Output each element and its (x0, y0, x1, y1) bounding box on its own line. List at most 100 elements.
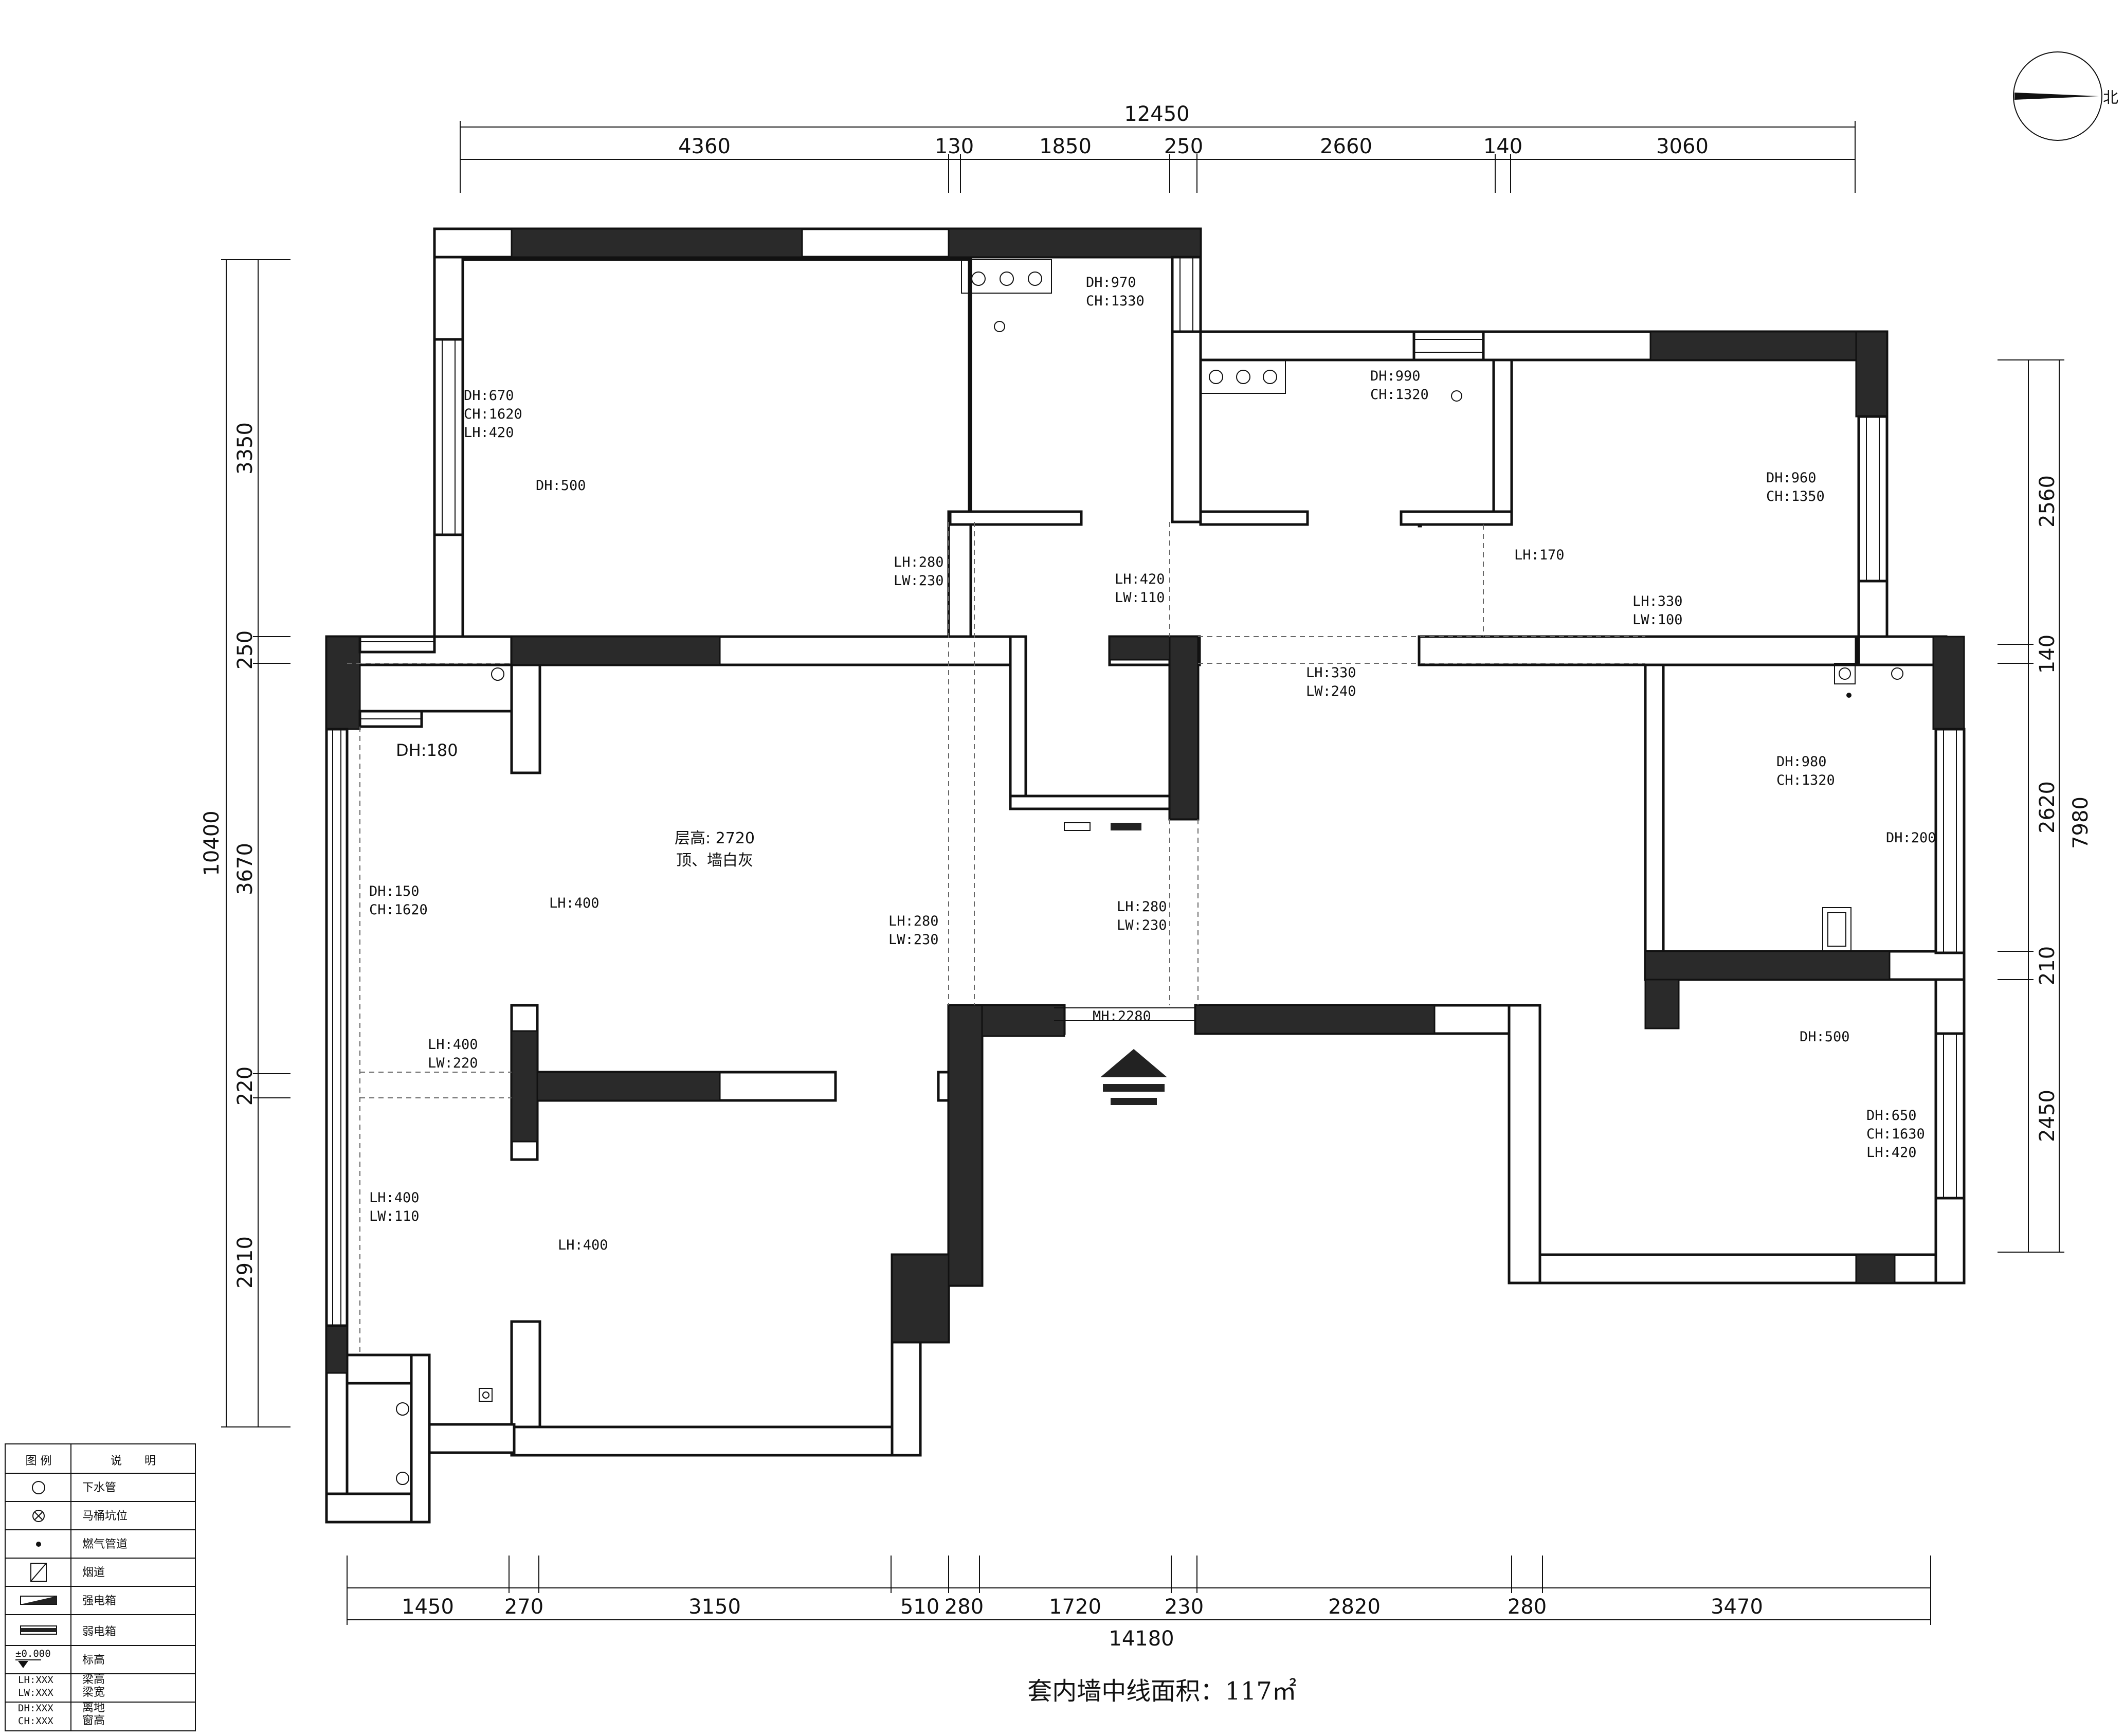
entry-arrow-icon (1100, 1049, 1167, 1105)
note-22b: LW:110 (369, 1208, 420, 1224)
flue-icon (30, 1563, 47, 1582)
note-6a: LH:280 (894, 554, 944, 570)
drain-pipe-icon (396, 1472, 409, 1485)
bottom-seg-2: 270 (504, 1595, 543, 1619)
top-seg-6: 140 (1483, 135, 1522, 158)
drain-pipe-icon (396, 1402, 409, 1416)
legend-header-symbol: 图 例 (26, 1455, 52, 1468)
top-seg-1: 4360 (678, 135, 731, 158)
legend-label-3: 燃气管道 (82, 1538, 128, 1551)
bottom-seg-6: 1720 (1049, 1595, 1101, 1619)
note-13: LH:400 (549, 895, 600, 911)
toilet-pit-icon (32, 1510, 45, 1522)
left-seg-1: 3350 (233, 422, 257, 475)
bottom-seg-4: 510 (900, 1595, 939, 1619)
note-18a: LH:400 (428, 1037, 478, 1053)
top-seg-4: 250 (1164, 135, 1203, 158)
legend-label-1: 下水管 (82, 1481, 116, 1494)
note-19: MH:2280 (1093, 1008, 1151, 1024)
legend-abbr-label-3: 离地 (82, 1702, 105, 1714)
drain-pipe-icon (1236, 370, 1250, 384)
note-1a: DH:670 (464, 388, 514, 404)
bottom-dimension-chain: 1450 270 3150 510 280 1720 230 2820 280 … (347, 1556, 1931, 1651)
bottom-seg-9: 280 (1508, 1595, 1547, 1619)
note-2: DH:500 (536, 478, 586, 494)
bottom-seg-5: 280 (945, 1595, 984, 1619)
drain-pipe-icon (32, 1481, 45, 1494)
weak-electric-box-icon (1064, 822, 1091, 831)
north-arrow-icon: 北 (2013, 51, 2118, 141)
note-4b: CH:1320 (1370, 387, 1429, 403)
right-seg-1: 2560 (2036, 475, 2059, 528)
bottom-seg-8: 2820 (1328, 1595, 1381, 1619)
drain-pipe-icon (1209, 370, 1223, 384)
note-14b: LW:230 (888, 932, 939, 948)
top-seg-2: 130 (935, 135, 974, 158)
legend-label-7: 标高 (82, 1654, 105, 1667)
drain-pipe-icon (1263, 370, 1277, 384)
note-21b: CH:1630 (1866, 1126, 1925, 1142)
legend-abbr-label-1: 梁高 (82, 1673, 105, 1686)
note-1b: CH:1620 (464, 406, 522, 422)
right-seg-4: 210 (2036, 946, 2059, 985)
note-11: DH:180 (396, 740, 458, 760)
top-seg-3: 1850 (1039, 135, 1092, 158)
windows (325, 256, 1966, 1327)
note-12a: DH:150 (369, 883, 420, 899)
drain-pipe-icon (491, 667, 504, 681)
top-seg-7: 3060 (1656, 135, 1709, 158)
top-dimension-chain: 12450 4360 130 1850 250 2660 140 3060 (460, 102, 1856, 193)
legend-abbr-label-4: 窗高 (82, 1714, 105, 1727)
right-total: 7980 (2069, 797, 2093, 849)
note-16b: CH:1320 (1776, 772, 1835, 788)
top-seg-5: 2660 (1320, 135, 1372, 158)
room-height-label: 层高: 2720 (675, 829, 755, 847)
legend-table: 图 例 说 明 下水管 马桶坑位 燃气管道 烟道 强电箱 弱电箱 ±0.000 … (5, 1443, 196, 1731)
drain-pipe-icon (971, 272, 986, 286)
structural-columns (325, 228, 1965, 1374)
note-9a: LH:330 (1632, 593, 1683, 609)
legend-label-4: 烟道 (82, 1566, 105, 1579)
north-label: 北 (2103, 89, 2118, 107)
note-7a: LH:420 (1115, 571, 1165, 587)
note-1c: LH:420 (464, 425, 514, 441)
legend-abbr-label-2: 梁宽 (82, 1686, 105, 1699)
note-15b: LW:230 (1117, 917, 1167, 933)
bottom-seg-7: 230 (1165, 1595, 1204, 1619)
note-3a: DH:970 (1086, 275, 1136, 291)
walls (325, 227, 1966, 1524)
bottom-seg-3: 3150 (688, 1595, 741, 1619)
fixtures (396, 259, 1903, 1485)
left-dimension-chain: 10400 3350 250 3670 220 2910 (200, 259, 291, 1427)
note-21c: LH:420 (1866, 1145, 1917, 1161)
drain-pipe-icon (1891, 667, 1903, 680)
note-7b: LW:110 (1115, 590, 1165, 606)
note-17: DH:200 (1886, 830, 1936, 846)
right-dimension-chain: 7980 2560 140 2620 210 2450 (1998, 359, 2093, 1253)
left-seg-2: 250 (233, 630, 257, 670)
drain-pipe-icon (1839, 667, 1851, 680)
legend-abbr-code-2: LW:XXX (18, 1687, 53, 1698)
left-seg-4: 220 (233, 1066, 257, 1106)
toilet-pit-icon (1451, 390, 1462, 402)
left-seg-5: 2910 (233, 1236, 257, 1289)
flue-icon (1822, 907, 1851, 952)
gas-pipe-icon (1846, 693, 1851, 698)
note-10b: LW:240 (1306, 683, 1356, 699)
note-14a: LH:280 (888, 913, 939, 929)
left-seg-3: 3670 (233, 843, 257, 895)
note-3b: CH:1330 (1086, 293, 1145, 309)
top-total: 12450 (1124, 102, 1189, 126)
note-5a: DH:960 (1766, 470, 1817, 486)
legend-abbr-code-3: DH:XXX (18, 1703, 53, 1714)
elevation-mark-icon: ±0.000 (15, 1648, 51, 1668)
note-22a: LH:400 (369, 1190, 420, 1206)
bottom-seg-10: 3470 (1711, 1595, 1763, 1619)
note-10a: LH:330 (1306, 665, 1356, 681)
toilet-pit-icon (994, 321, 1005, 332)
beam-lines (347, 522, 1645, 1355)
legend-abbr-code-4: CH:XXX (18, 1715, 53, 1727)
bottom-total: 14180 (1109, 1627, 1174, 1651)
drain-pipe-icon (1000, 272, 1014, 286)
